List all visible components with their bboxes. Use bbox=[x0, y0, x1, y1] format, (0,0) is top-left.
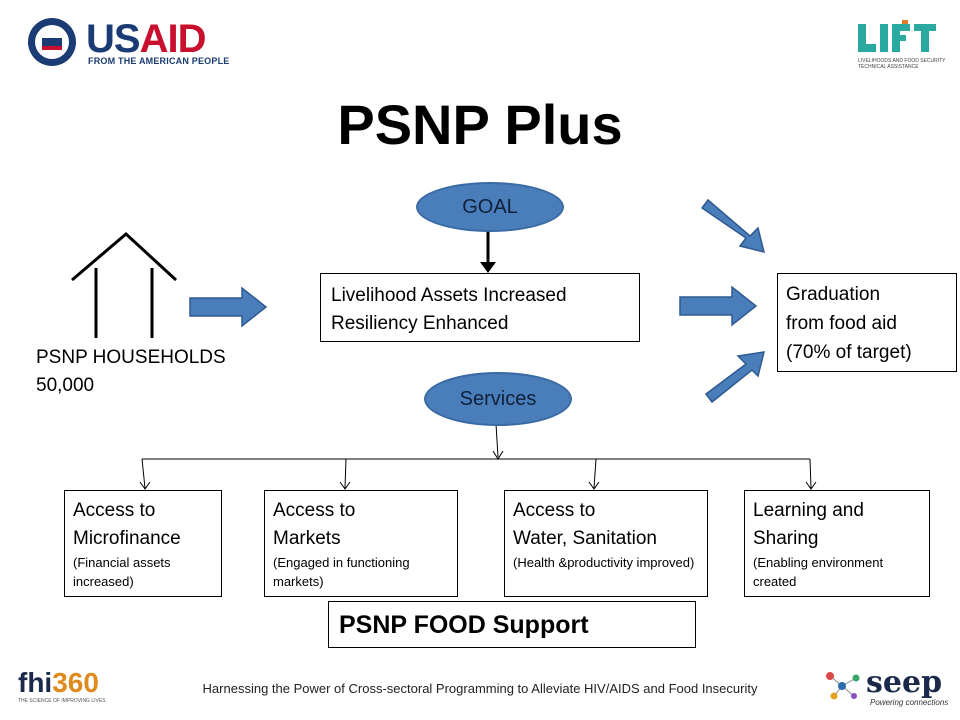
service-subtitle: (Financial assets increased) bbox=[73, 555, 171, 589]
services-oval: Services bbox=[424, 372, 572, 426]
households-label: PSNP HOUSEHOLDS 50,000 bbox=[36, 344, 226, 400]
service-title-line-2: Microfinance bbox=[73, 528, 181, 549]
services-stem-head bbox=[492, 450, 504, 460]
slide-title: PSNP Plus bbox=[337, 93, 623, 156]
service-title-line-2: Water, Sanitation bbox=[513, 528, 657, 549]
service-title-line-1: Access to bbox=[73, 500, 156, 521]
fhi360-logo: fhi360 bbox=[18, 667, 99, 698]
service-subtitle: (Enabling environment created bbox=[753, 555, 884, 589]
arrow-diagonal-up-to-graduation bbox=[704, 351, 766, 404]
footer-caption: Harnessing the Power of Cross-sectoral P… bbox=[202, 681, 758, 696]
connector-markets bbox=[344, 458, 347, 489]
usaid-logo-text: USAID bbox=[86, 17, 206, 61]
graduation-line-1: Graduation bbox=[786, 284, 881, 305]
arrow-households-to-outcome bbox=[189, 286, 268, 328]
service-subtitle: (Engaged in functioning markets) bbox=[273, 555, 410, 589]
lift-logo bbox=[858, 20, 936, 52]
graduation-line-2: from food aid bbox=[786, 313, 897, 334]
seep-logo: seep bbox=[866, 665, 943, 700]
house-roof-icon bbox=[71, 231, 178, 282]
arrow-diagonal-down-to-graduation bbox=[700, 198, 766, 254]
households-line-1: PSNP HOUSEHOLDS bbox=[36, 347, 226, 368]
connector-microfinance bbox=[141, 458, 146, 489]
service-title-line-1: Learning and bbox=[753, 500, 864, 521]
lift-tagline: LIVELIHOODS AND FOOD SECURITY TECHNICAL … bbox=[858, 58, 946, 70]
service-title-line-2: Markets bbox=[273, 528, 341, 549]
seep-network-icon bbox=[826, 672, 860, 700]
service-box-water-sanitation: Access to Water, Sanitation (Health &pro… bbox=[504, 490, 708, 597]
services-stem bbox=[495, 423, 499, 458]
outcome-line-1: Livelihood Assets Increased bbox=[331, 285, 567, 306]
households-line-2: 50,000 bbox=[36, 375, 95, 396]
arrow-outcome-to-graduation bbox=[679, 285, 758, 327]
connector-learning bbox=[809, 458, 812, 489]
service-box-markets: Access to Markets (Engaged in functionin… bbox=[264, 490, 458, 597]
service-title-line-2: Sharing bbox=[753, 528, 819, 549]
graduation-box: Graduation from food aid (70% of target) bbox=[777, 273, 957, 372]
food-support-box: PSNP FOOD Support bbox=[328, 601, 696, 648]
outcome-line-2: Resiliency Enhanced bbox=[331, 313, 509, 334]
usaid-tagline: FROM THE AMERICAN PEOPLE bbox=[88, 56, 230, 66]
connector-water bbox=[593, 458, 597, 489]
arrow-goal-head bbox=[480, 262, 496, 273]
service-title-line-1: Access to bbox=[513, 500, 596, 521]
goal-oval: GOAL bbox=[416, 182, 564, 232]
seep-tagline: Powering connections bbox=[870, 698, 949, 707]
graduation-line-3: (70% of target) bbox=[786, 342, 912, 363]
usaid-seal-logo bbox=[28, 18, 76, 66]
service-box-microfinance: Access to Microfinance (Financial assets… bbox=[64, 490, 222, 597]
service-box-learning-sharing: Learning and Sharing (Enabling environme… bbox=[744, 490, 930, 597]
service-title-line-1: Access to bbox=[273, 500, 356, 521]
fhi360-tagline: THE SCIENCE OF IMPROVING LIVES bbox=[18, 698, 106, 704]
livelihood-outcome-box: Livelihood Assets Increased Resiliency E… bbox=[320, 273, 640, 342]
service-subtitle: (Health &productivity improved) bbox=[513, 555, 695, 570]
